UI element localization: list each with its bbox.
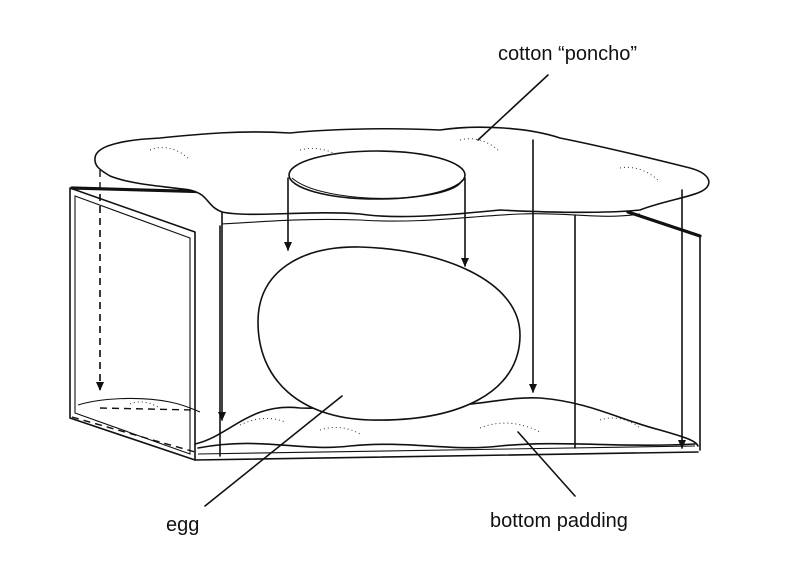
box-bottom-front	[194, 451, 699, 461]
poncho-texture-2	[459, 138, 501, 153]
box-back-bottom-edge	[99, 407, 196, 411]
box-back-depth-bottom	[71, 416, 196, 453]
bottom-padding-back-left	[77, 397, 201, 413]
label-bottom-padding: bottom padding	[490, 510, 628, 532]
bottom-padding-texture-5	[129, 401, 161, 409]
poncho-underside	[221, 213, 641, 225]
poncho-texture-3	[619, 166, 661, 183]
label-cotton-poncho: cotton “poncho”	[498, 43, 637, 65]
bottom-padding-texture-1	[239, 417, 286, 426]
box-left-panel	[69, 187, 196, 461]
poncho-hole-inner-rim	[291, 177, 463, 199]
drop-arrows	[96, 139, 686, 449]
label-egg: egg	[166, 514, 199, 536]
poncho-hole	[288, 150, 466, 200]
box-right-top-thick	[626, 210, 702, 238]
leader-padding	[517, 431, 576, 497]
leader-egg	[204, 395, 343, 507]
bottom-padding-texture-2	[319, 426, 361, 435]
poncho-texture-1	[149, 147, 191, 161]
box-top-left-thick	[70, 186, 217, 194]
egg	[257, 246, 521, 421]
poncho-texture-4	[299, 147, 339, 157]
box-bottom-front-inner	[197, 445, 696, 455]
cotton-poncho	[94, 126, 710, 225]
leader-poncho	[477, 74, 549, 141]
bottom-padding-texture-3	[479, 422, 541, 433]
box-left-panel-inner	[74, 195, 191, 455]
